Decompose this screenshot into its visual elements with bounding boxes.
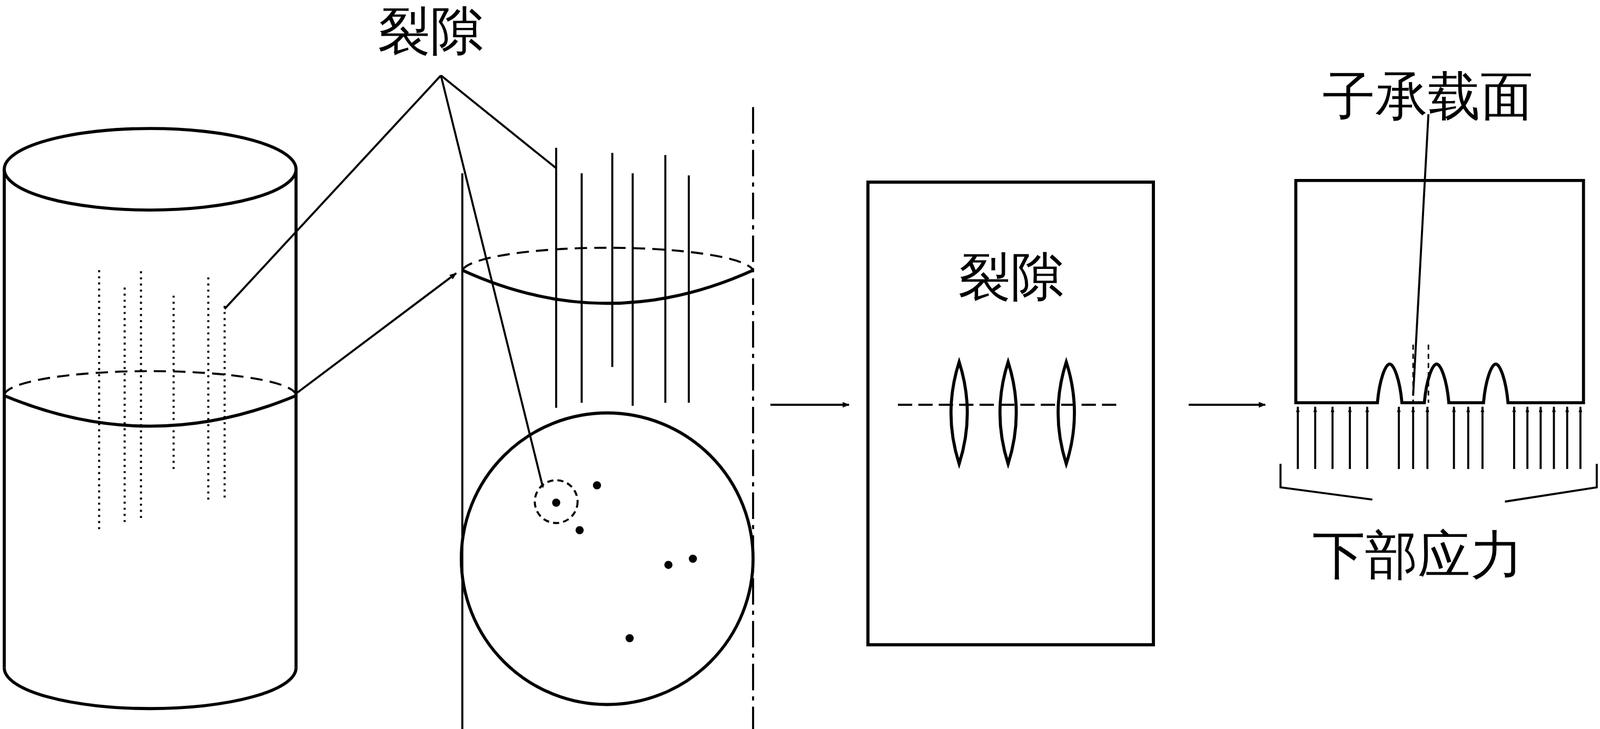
crack-label: 裂隙 (957, 248, 1064, 306)
panel-box: 裂隙 (866, 180, 1155, 647)
annotation-label: 子承载面 (1322, 67, 1534, 126)
annotation-label: 下部应力 (1312, 526, 1524, 585)
annotation-label: 裂隙 (377, 2, 483, 61)
